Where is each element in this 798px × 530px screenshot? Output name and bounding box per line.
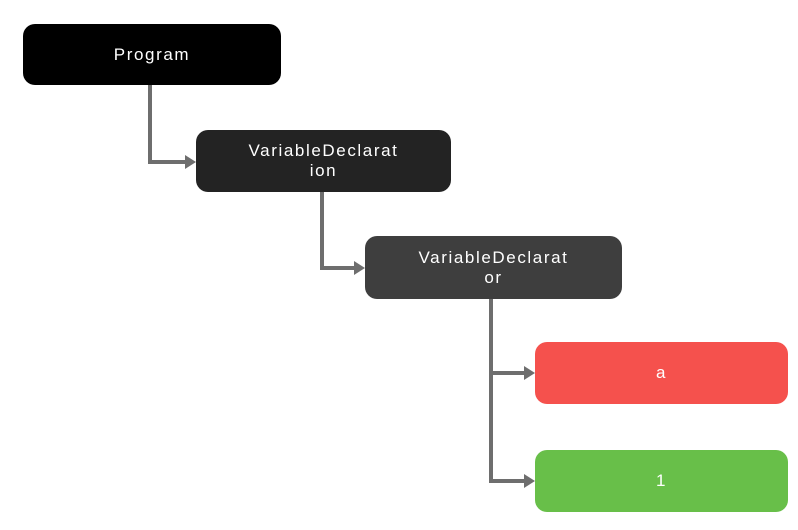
- node-program[interactable]: Program: [23, 24, 281, 85]
- arrowhead-icon: [354, 261, 365, 275]
- edge-program-variabledeclaration-vertical: [148, 84, 152, 164]
- edge-variabledeclarator-a-horizontal: [489, 371, 525, 375]
- node-label: VariableDeclarat: [248, 141, 399, 160]
- node-label: 1: [655, 471, 668, 490]
- node-variable-declarator[interactable]: VariableDeclarat or: [365, 236, 622, 299]
- edge-program-variabledeclaration-horizontal: [148, 160, 186, 164]
- node-literal-1[interactable]: 1: [535, 450, 788, 512]
- node-label: Program: [113, 44, 191, 64]
- node-label: or: [484, 267, 503, 287]
- edge-variabledeclaration-variabledeclarator-horizontal: [320, 266, 355, 270]
- edge-variabledeclaration-variabledeclarator-vertical: [320, 192, 324, 270]
- arrowhead-icon: [524, 474, 535, 488]
- arrowhead-icon: [185, 155, 196, 169]
- edge-variabledeclarator-1-horizontal: [489, 479, 525, 483]
- edge-variabledeclarator-children-vertical: [489, 299, 493, 483]
- node-variable-declaration[interactable]: VariableDeclarat ion: [196, 130, 451, 192]
- node-label: a: [655, 363, 668, 382]
- arrowhead-icon: [524, 366, 535, 380]
- node-identifier-a[interactable]: a: [535, 342, 788, 404]
- node-label: VariableDeclarat: [418, 247, 569, 267]
- node-label: ion: [309, 161, 338, 180]
